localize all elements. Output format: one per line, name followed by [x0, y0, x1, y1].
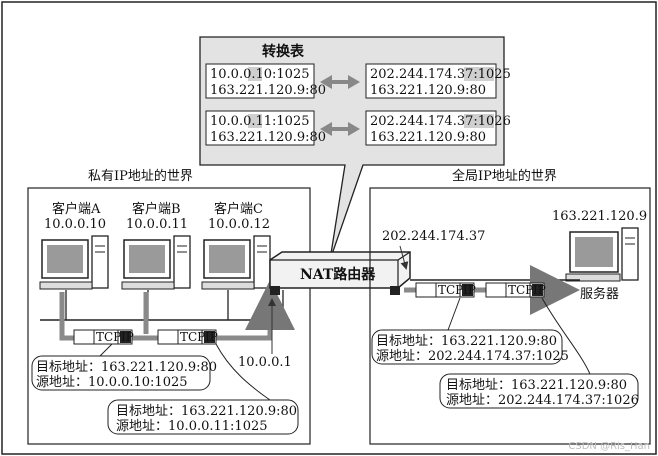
- callout-global-a: 目标地址：163.221.120.9:80 源地址：202.244.174.37…: [371, 297, 569, 365]
- packet-private-a-ip: IP: [121, 330, 134, 344]
- server-ip: 163.221.120.9: [552, 209, 647, 224]
- client-b-ip: 10.0.0.11: [126, 217, 188, 232]
- packet-private-b-ip: IP: [205, 330, 218, 344]
- outer-ip-pointer: [399, 245, 409, 270]
- packet-global-b-ip: IP: [533, 283, 546, 297]
- private-world-box: [27, 187, 311, 445]
- computer-b-icon: [121, 235, 191, 290]
- highlight-row-2-private: [248, 114, 262, 128]
- callout-private-b: 目标地址：163.221.120.9:80 源地址：10.0.0.11:1025: [107, 343, 299, 435]
- client-b-name: 客户端B: [132, 201, 181, 217]
- double-arrow-icon: [320, 122, 360, 136]
- packet-global-a-tcp: TCP: [438, 283, 463, 297]
- callout-global-b: 目标地址：163.221.120.9:80 源地址：202.244.174.37…: [439, 297, 639, 409]
- callout-private-a-src: 源地址：10.0.0.10:1025: [36, 375, 188, 390]
- packet-global-a: TCP IP: [415, 282, 476, 298]
- packet-private-b: TCP IP: [157, 329, 218, 345]
- client-a-name: 客户端A: [52, 201, 101, 217]
- row-2-global-remote: 163.221.120.9:80: [370, 130, 486, 145]
- watermark: CSDN @Ris_Han: [568, 441, 650, 452]
- row-1-private-remote: 163.221.120.9:80: [210, 83, 326, 98]
- router-outer-ip: 202.244.174.37: [382, 229, 485, 244]
- callout-private-a: 目标地址：163.221.120.9:80 源地址：10.0.0.10:1025: [31, 343, 217, 391]
- row-2-private-remote: 163.221.120.9:80: [210, 130, 326, 145]
- row-2-global-addr: 202.244.174.37:1026: [370, 114, 511, 129]
- client-c-ip: 10.0.0.12: [208, 217, 270, 232]
- packet-private-a-tcp: TCP: [96, 330, 121, 344]
- packet-private-a: TCP IP: [73, 329, 134, 345]
- highlight-row-1-global: [464, 67, 494, 81]
- global-world-label: 全局IP地址的世界: [452, 168, 557, 184]
- callout-global-b-dst: 目标地址：163.221.120.9:80: [446, 378, 627, 393]
- callout-global-a-src: 源地址：202.244.174.37:1025: [376, 349, 569, 364]
- global-world-box: [369, 187, 651, 445]
- computer-c-icon: [201, 235, 271, 290]
- highlight-row-2-global: [464, 114, 494, 128]
- table-title: 转换表: [262, 43, 305, 60]
- highlight-row-1-private: [248, 67, 262, 81]
- packet-global-b: TCP IP: [485, 282, 546, 298]
- client-a-ip: 10.0.0.10: [44, 217, 106, 232]
- client-c-name: 客户端C: [214, 201, 263, 217]
- computer-a-icon: [39, 235, 109, 290]
- packet-global-a-ip: IP: [463, 283, 476, 297]
- callout-global-a-dst: 目标地址：163.221.120.9:80: [376, 334, 557, 349]
- callout-global-b-src: 源地址：202.244.174.37:1026: [446, 393, 639, 408]
- row-1-global-remote: 163.221.120.9:80: [370, 83, 486, 98]
- callout-private-b-dst: 目标地址：163.221.120.9:80: [116, 404, 297, 419]
- callout-private-a-dst: 目标地址：163.221.120.9:80: [36, 360, 217, 375]
- packet-global-b-tcp: TCP: [508, 283, 533, 297]
- server-label: 服务器: [580, 286, 619, 302]
- callout-private-b-src: 源地址：10.0.0.11:1025: [116, 419, 268, 434]
- row-2-private-addr: 10.0.0.11:1025: [210, 114, 310, 129]
- nat-router: NAT路由器: [269, 251, 411, 295]
- private-world-label: 私有IP地址的世界: [88, 168, 193, 184]
- router-inner-ip: 10.0.0.1: [238, 355, 292, 370]
- row-1-global-addr: 202.244.174.37:1025: [370, 67, 511, 82]
- server-computer-icon: [565, 227, 639, 282]
- double-arrow-icon: [320, 75, 360, 89]
- row-1-private-addr: 10.0.0.10:1025: [210, 67, 310, 82]
- packet-private-b-tcp: TCP: [180, 330, 205, 344]
- translation-table: 转换表 10.0.0.10:1025 163.221.120.9:80 202.…: [199, 36, 511, 261]
- router-label: NAT路由器: [300, 266, 376, 283]
